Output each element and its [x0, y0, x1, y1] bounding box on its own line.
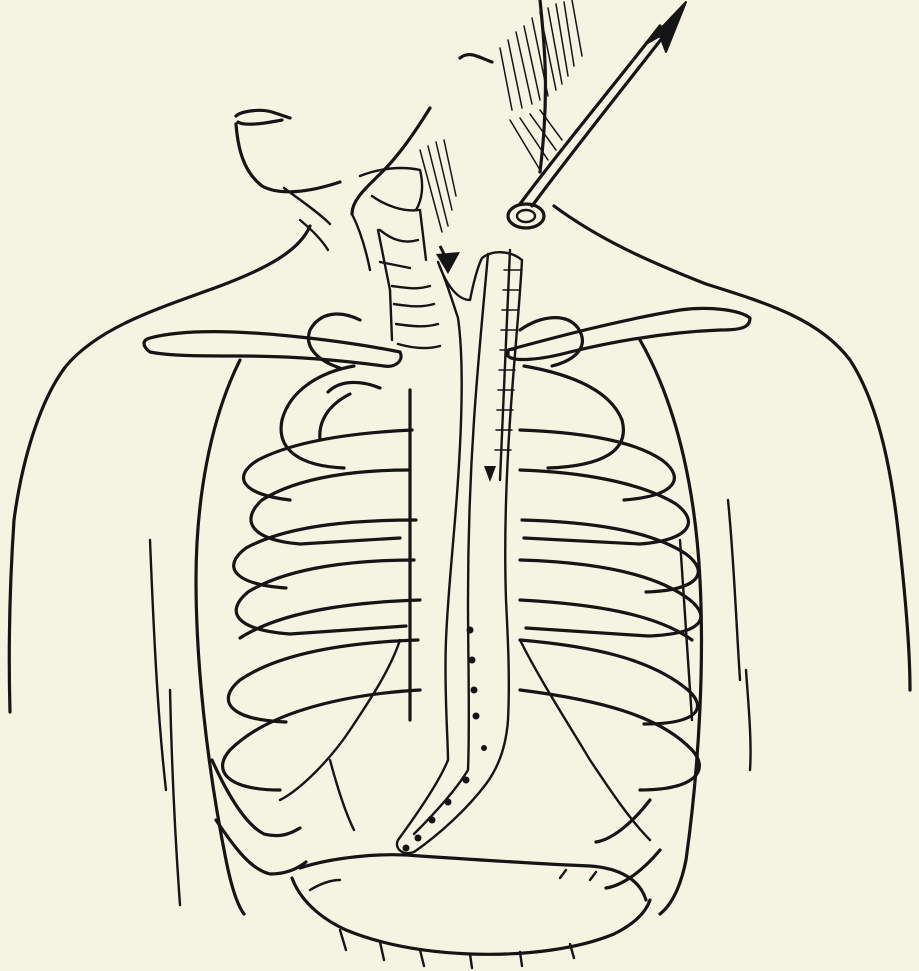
- esophageal-tube: [397, 250, 522, 853]
- face-outline: [236, 110, 340, 224]
- rib-cage-right: [520, 318, 701, 914]
- rib-cage-left: [196, 314, 420, 914]
- neck-hatching: [420, 0, 582, 232]
- withdrawal-tube: [508, 26, 670, 228]
- torso-outline: [9, 206, 910, 905]
- trachea: [360, 168, 440, 348]
- tube-arrow-icon: [484, 466, 496, 482]
- withdrawal-arrow-icon: [646, 2, 686, 52]
- flow-arrow-icon: [436, 246, 460, 274]
- clavicles: [144, 308, 750, 366]
- stomach-outline: [292, 855, 650, 968]
- neck-outline: [300, 0, 582, 270]
